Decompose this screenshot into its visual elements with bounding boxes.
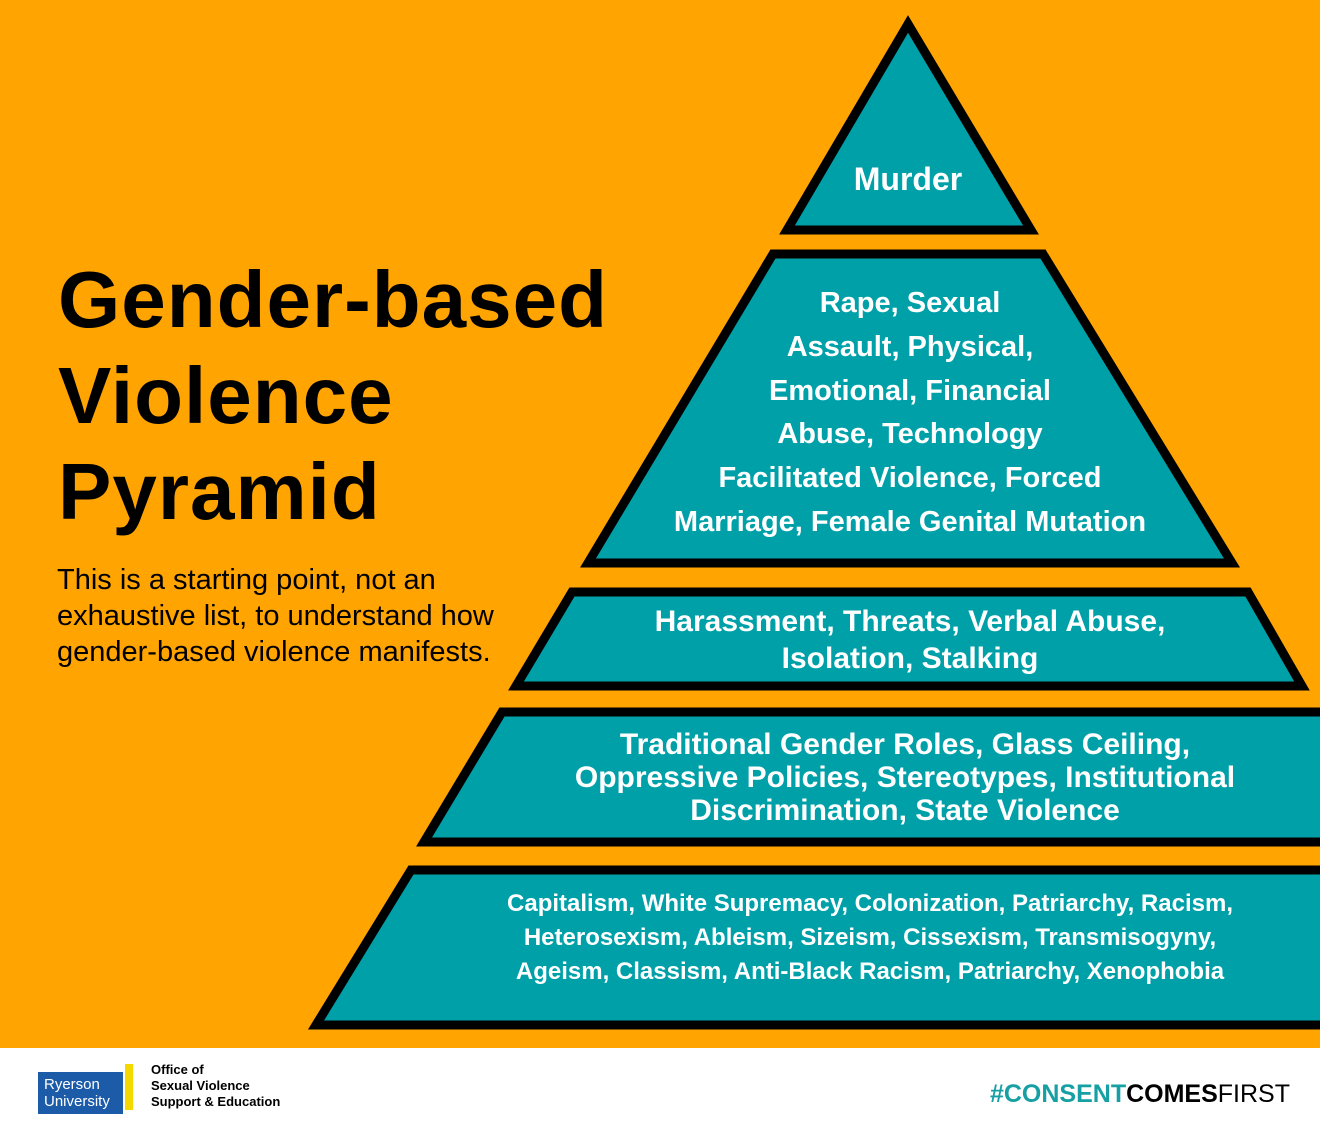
tier-structural-shape	[416, 707, 1320, 847]
title-line: Pyramid	[58, 447, 381, 536]
tier-systemic-shape	[307, 865, 1320, 1030]
tier-harassment-label: Harassment, Threats, Verbal Abuse,Isolat…	[654, 605, 1166, 675]
tier-structural-label: Traditional Gender Roles, Glass Ceiling,…	[574, 728, 1236, 827]
hashtag: #CONSENTCOMESFIRST	[989, 1080, 1290, 1108]
tier-harassment-shape	[508, 587, 1310, 691]
tier-systemic-label: Capitalism, White Supremacy, Colonizatio…	[507, 890, 1233, 985]
tier-abuse-shape	[580, 249, 1241, 568]
tier-murder-label: Murder	[853, 161, 963, 197]
title-line: Gender-based	[58, 255, 608, 344]
title-line: Violence	[58, 351, 394, 440]
subtitle: This is a starting point, not an exhaust…	[57, 564, 494, 668]
page-title: Gender-based Violence Pyramid	[58, 252, 608, 540]
logo-accent-bar	[125, 1064, 133, 1110]
tier-murder-shape	[779, 15, 1039, 235]
